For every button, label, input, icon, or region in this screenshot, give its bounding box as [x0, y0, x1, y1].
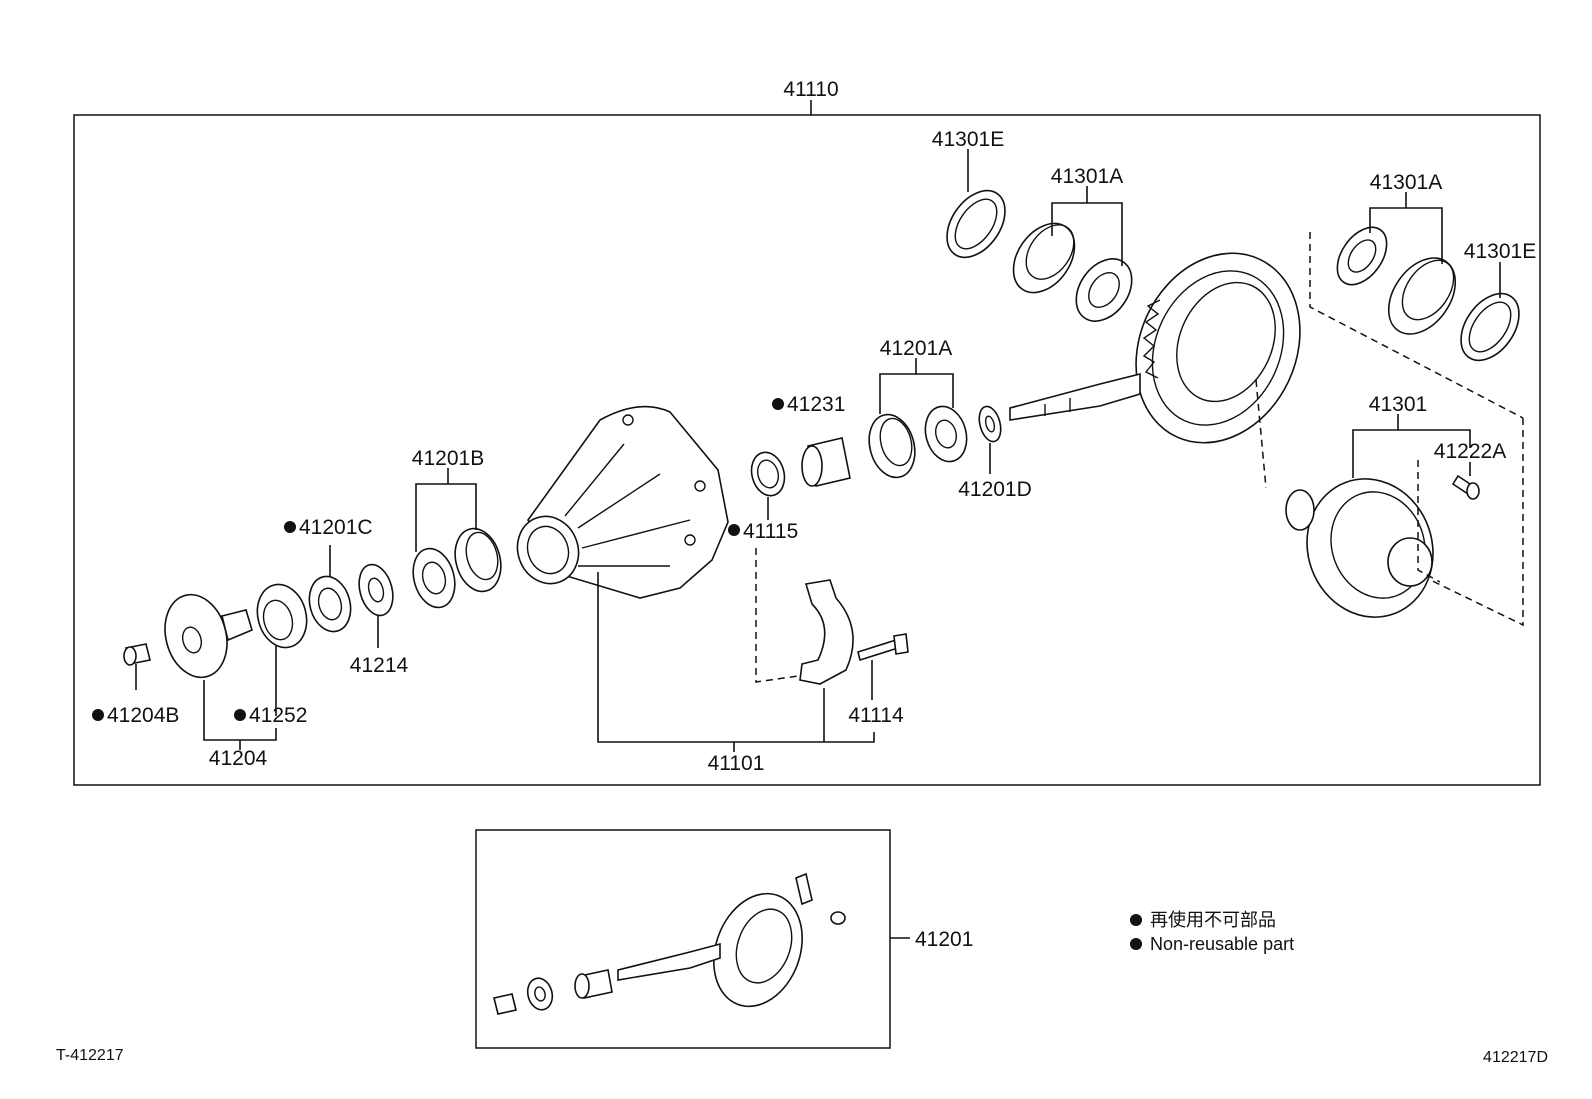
washer-41214[interactable]	[354, 561, 398, 620]
bearing-cap[interactable]	[799, 579, 854, 685]
companion-flange[interactable]	[156, 588, 253, 685]
non-reusable-mark-41201C	[284, 521, 296, 533]
label-41214[interactable]: 41214	[350, 654, 409, 677]
bolt-41114[interactable]	[857, 633, 909, 662]
non-reusable-mark-41252	[234, 709, 246, 721]
kit-washer[interactable]	[524, 975, 555, 1012]
label-41201B[interactable]: 41201B	[412, 447, 484, 470]
label-41204B[interactable]: 41204B	[107, 704, 179, 727]
label-41301A-right[interactable]: 41301A	[1370, 171, 1442, 194]
legend-dot-2	[1130, 938, 1142, 950]
non-reusable-mark-41115	[728, 524, 740, 536]
oil-seal-41252[interactable]	[251, 579, 314, 653]
non-reusable-mark-41204B	[92, 709, 104, 721]
seal-41301E-top[interactable]	[935, 180, 1017, 268]
kit-ring-gear[interactable]	[699, 881, 818, 1019]
bearing-cup-41201B[interactable]	[448, 523, 507, 596]
bearing-cone-41301A-top[interactable]	[1065, 248, 1143, 331]
footer-left-code: T-412217	[56, 1047, 124, 1064]
label-41231[interactable]: 41231	[787, 393, 845, 416]
kit-frame-41201	[475, 829, 891, 1049]
label-41222A[interactable]: 41222A	[1434, 440, 1506, 463]
kit-spacer[interactable]	[574, 969, 613, 999]
assembly-frame	[73, 114, 1541, 786]
bearing-cone-41201B[interactable]	[407, 544, 461, 612]
bearing-cup-41301A-top[interactable]	[1001, 212, 1087, 304]
label-41301E-top[interactable]: 41301E	[932, 128, 1004, 151]
ring-gear[interactable]	[1106, 226, 1330, 470]
spacer-41201C[interactable]	[303, 572, 356, 636]
drive-pinion[interactable]	[1009, 372, 1141, 421]
seal-41301E-right[interactable]	[1449, 283, 1531, 371]
label-41201D[interactable]: 41201D	[958, 478, 1032, 501]
label-41201C[interactable]: 41201C	[299, 516, 373, 539]
label-41204[interactable]: 41204	[209, 747, 268, 770]
label-41201[interactable]: 41201	[915, 928, 973, 951]
bearing-cup-41301A-right[interactable]	[1375, 246, 1469, 347]
spacer-41231[interactable]	[801, 437, 851, 487]
legend-dot-1	[1130, 914, 1142, 926]
bearing-cone-41201A[interactable]	[919, 402, 972, 466]
label-41114[interactable]: 41114	[848, 704, 904, 727]
bolt-41222A[interactable]	[1451, 474, 1480, 500]
label-41301[interactable]: 41301	[1369, 393, 1427, 416]
bearing-cone-41301A-right[interactable]	[1327, 218, 1396, 293]
legend-text-en: Non-reusable part	[1150, 934, 1294, 954]
label-41301A-top[interactable]: 41301A	[1051, 165, 1123, 188]
washer-41201D[interactable]	[976, 404, 1005, 444]
label-41201A[interactable]: 41201A	[880, 337, 952, 360]
kit-clip[interactable]	[795, 872, 813, 906]
bearing-cup-41201A[interactable]	[862, 409, 921, 482]
label-41101[interactable]: 41101	[708, 752, 765, 775]
non-reusable-mark-41231	[772, 398, 784, 410]
carrier-housing[interactable]	[508, 405, 729, 599]
label-41110[interactable]: 41110	[783, 78, 838, 101]
oil-seal-41115[interactable]	[747, 449, 789, 500]
label-41301E-right[interactable]: 41301E	[1464, 240, 1536, 263]
label-41115[interactable]: 41115	[743, 520, 798, 543]
kit-bolt[interactable]	[830, 911, 846, 925]
kit-nut[interactable]	[493, 993, 517, 1015]
label-41252[interactable]: 41252	[249, 704, 307, 727]
differential-case-41301[interactable]	[1285, 461, 1452, 635]
footer-right-code: 412217D	[1483, 1049, 1548, 1066]
legend-text-jp: 再使用不可部品	[1150, 910, 1276, 930]
kit-pinion[interactable]	[617, 942, 721, 981]
nut-41204B[interactable]	[123, 643, 151, 666]
